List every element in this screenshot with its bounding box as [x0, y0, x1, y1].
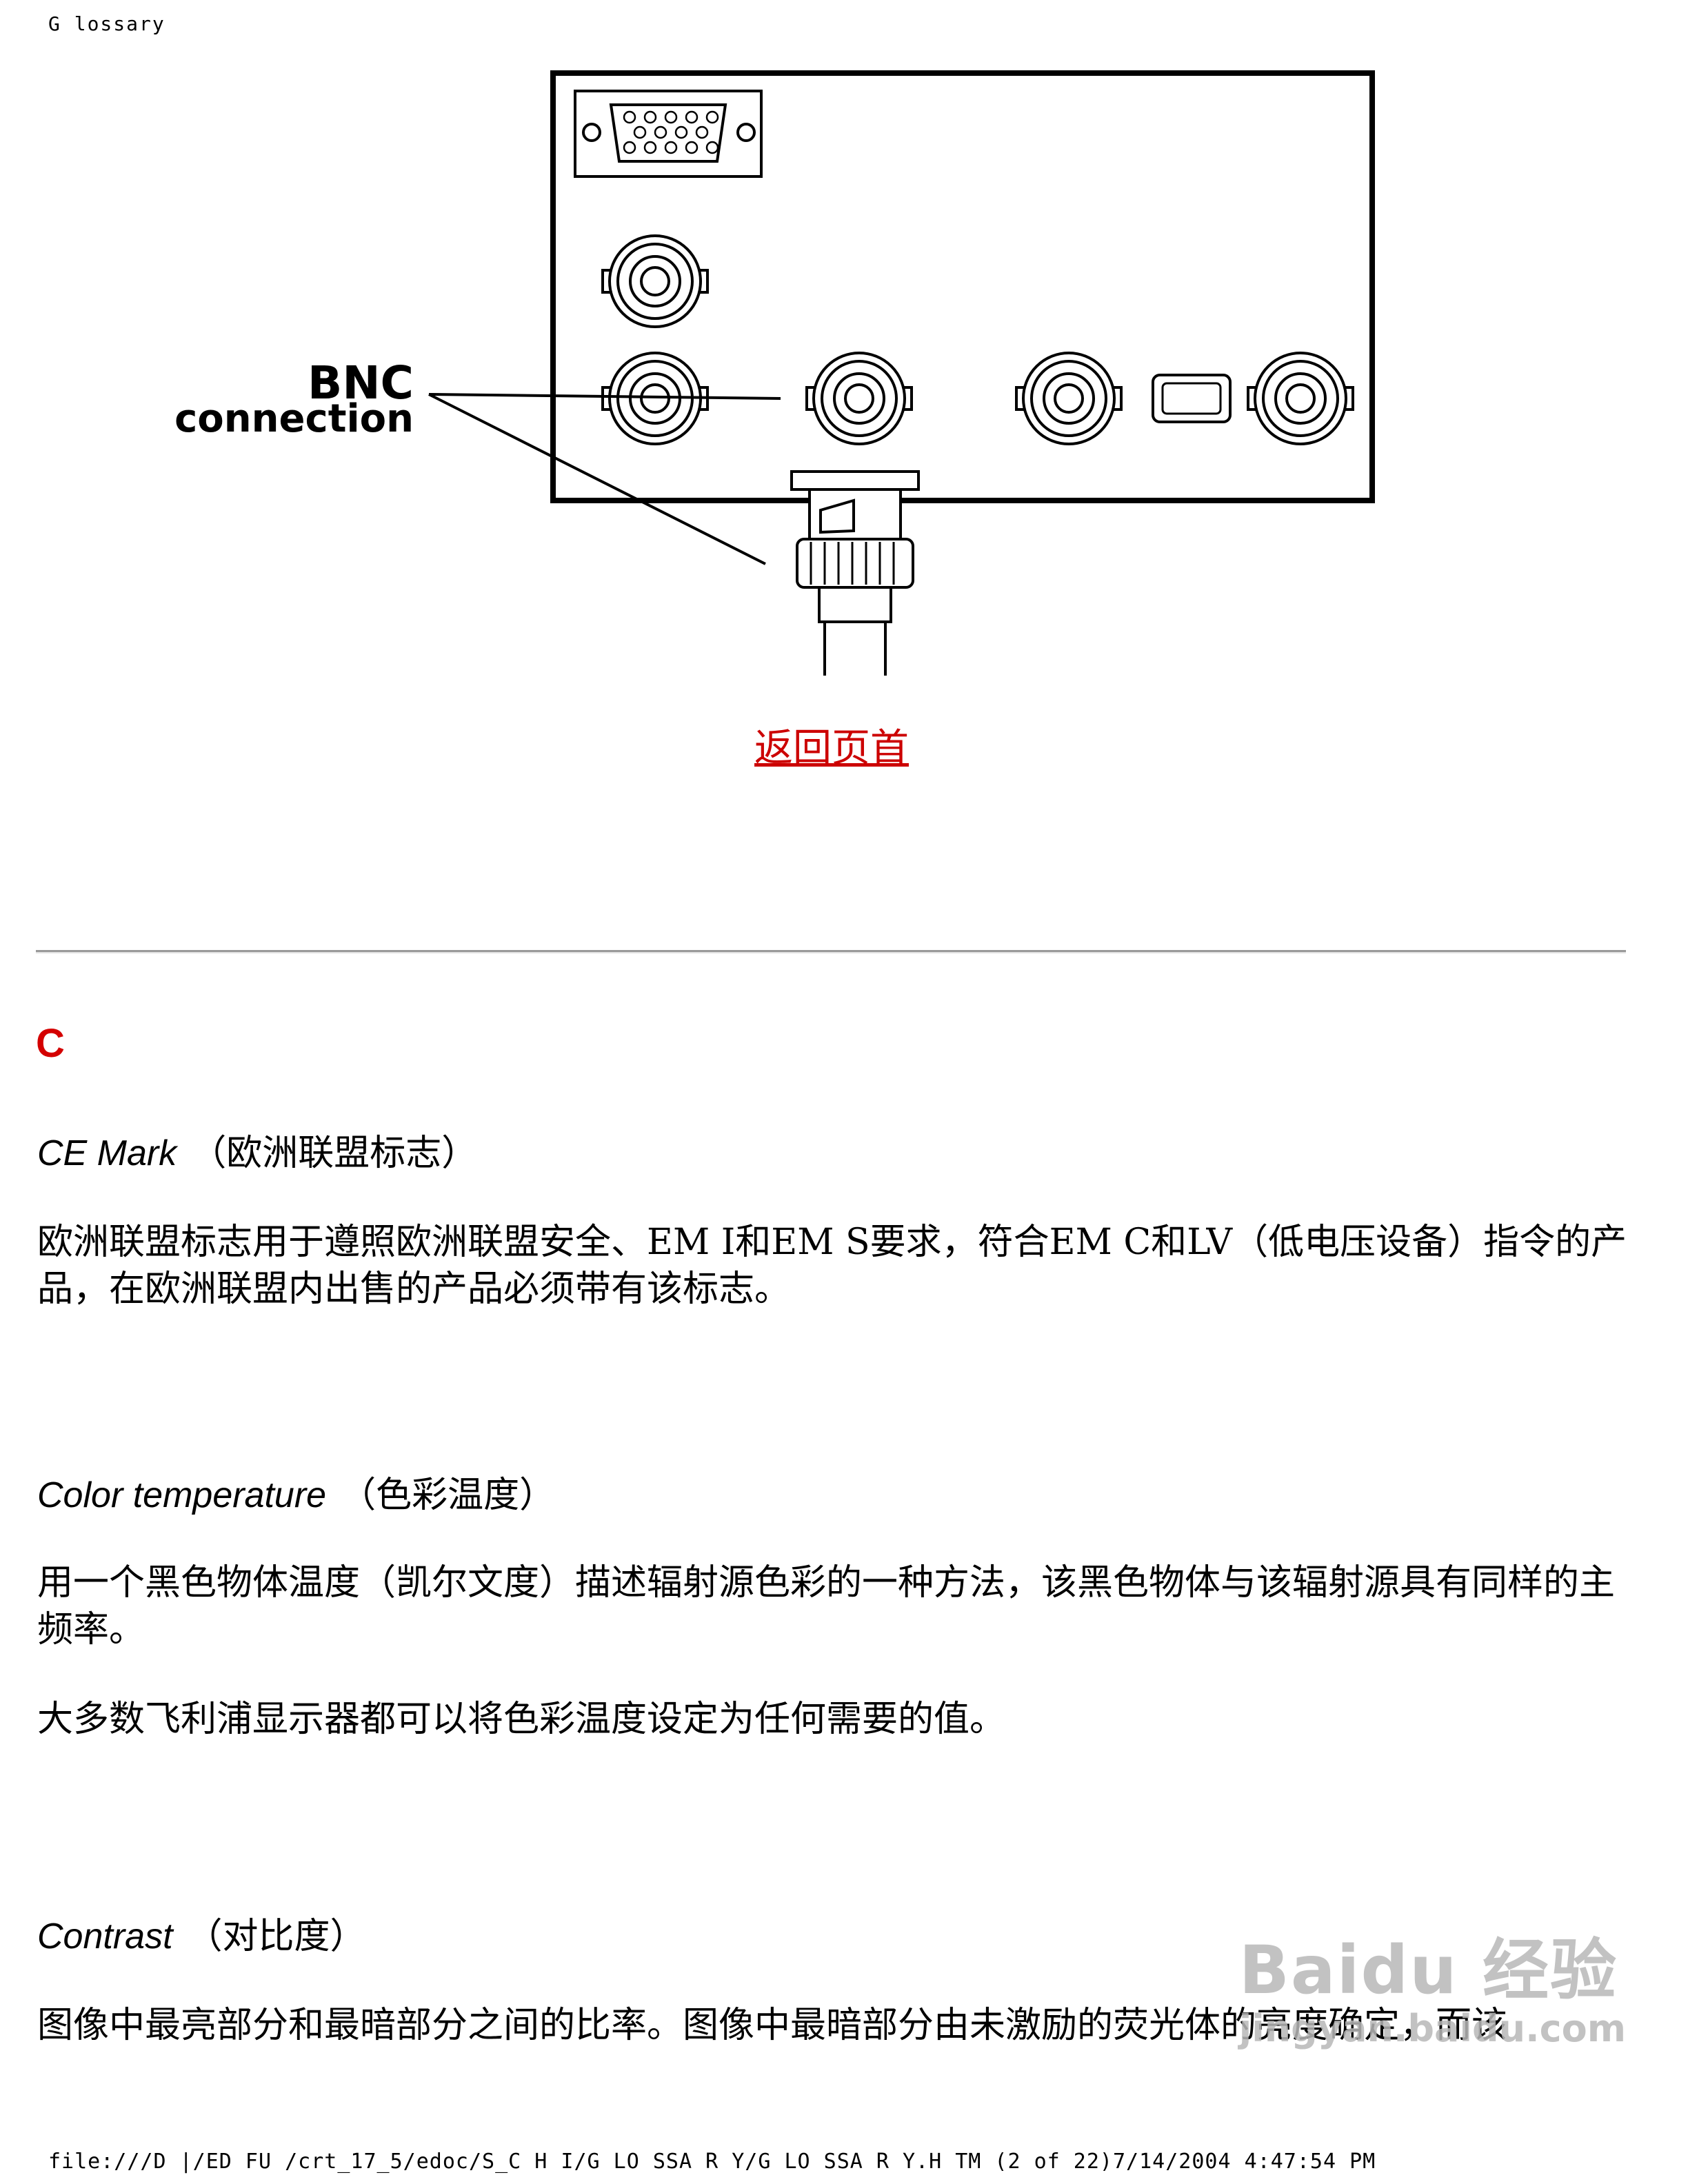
bnc-plug-icon: [790, 470, 920, 676]
diagram-label-bnc: BNC: [308, 356, 414, 410]
definition-paragraph: 欧洲联盟标志用于遵照欧洲联盟安全、EM I和EM S要求，符合EM C和LV（低…: [37, 1222, 1627, 1310]
term-chinese: （对比度）: [186, 1916, 366, 1957]
bnc-connection-diagram: BNC connection: [174, 70, 1375, 676]
switch-icon: [1152, 374, 1232, 423]
definition-paragraph: 大多数飞利浦显示器都可以将色彩温度设定为任何需要的值。: [37, 1699, 1006, 1740]
watermark-url: jingyan.baidu.com: [1238, 2007, 1626, 2050]
definition-paragraph: 用一个黑色物体温度（凯尔文度）描述辐射源色彩的一种方法，该黑色物体与该辐射源具有…: [37, 1562, 1616, 1650]
term-chinese: （色彩温度）: [340, 1475, 556, 1516]
bnc-jack-icon: [805, 352, 913, 445]
footer-file-path: file:///D |/ED FU /crt_17_5/edoc/S_C H I…: [48, 2150, 1376, 2174]
page-header-title: G lossary: [48, 12, 165, 35]
definition-paragraph: 图像中最亮部分和最暗部分之间的比率。图像中最暗部分由未激励的荧光体的亮度确定，而…: [37, 2005, 1508, 2046]
bnc-jack-icon: [1015, 352, 1123, 445]
section-heading-c: C: [36, 1021, 65, 1066]
watermark-logo: Baidu 经验: [1238, 1932, 1618, 2009]
term-heading-color-temperature: Color temperature （色彩温度）: [37, 1466, 555, 1517]
bnc-jack-icon: [1247, 352, 1354, 445]
back-to-top-link[interactable]: 返回页首: [754, 726, 909, 771]
term-heading-contrast: Contrast （对比度）: [37, 1907, 366, 1959]
vga-connector-icon: [574, 90, 763, 178]
term-english: CE Mark: [37, 1133, 177, 1173]
watermark: Baidu 经验 jingyan.baidu.com: [1239, 1917, 1626, 2050]
term-english: Contrast: [37, 1917, 173, 1957]
term-english: Color temperature: [37, 1475, 327, 1515]
term-chinese: （欧洲联盟标志）: [190, 1133, 478, 1174]
leader-lines: [428, 393, 781, 565]
term-heading-ce-mark: CE Mark （欧洲联盟标志）: [37, 1124, 477, 1175]
bnc-jack-icon: [601, 234, 709, 328]
horizontal-rule: [36, 950, 1626, 953]
diagram-label-connection: connection: [174, 396, 414, 441]
